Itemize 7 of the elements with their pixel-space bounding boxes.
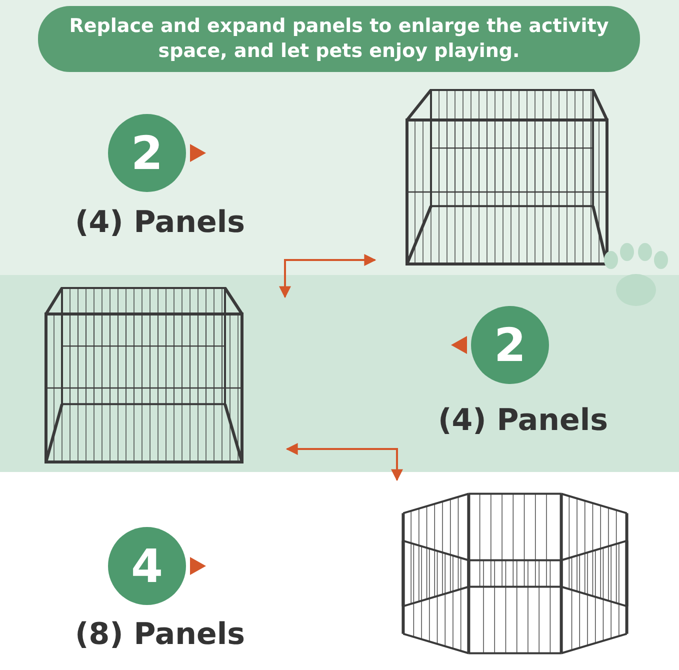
panel-count-label: (8) Panels [75,617,246,652]
arrow [279,254,376,298]
panel-count-label: (4) Panels [438,403,608,438]
headline-banner: Replace and expand panels to enlarge the activity space, and let pets enjoy playing. [38,6,640,72]
panel-count-label: (4) Panels [75,205,246,240]
number-badge: 4 [108,527,186,605]
arrow [286,443,403,482]
